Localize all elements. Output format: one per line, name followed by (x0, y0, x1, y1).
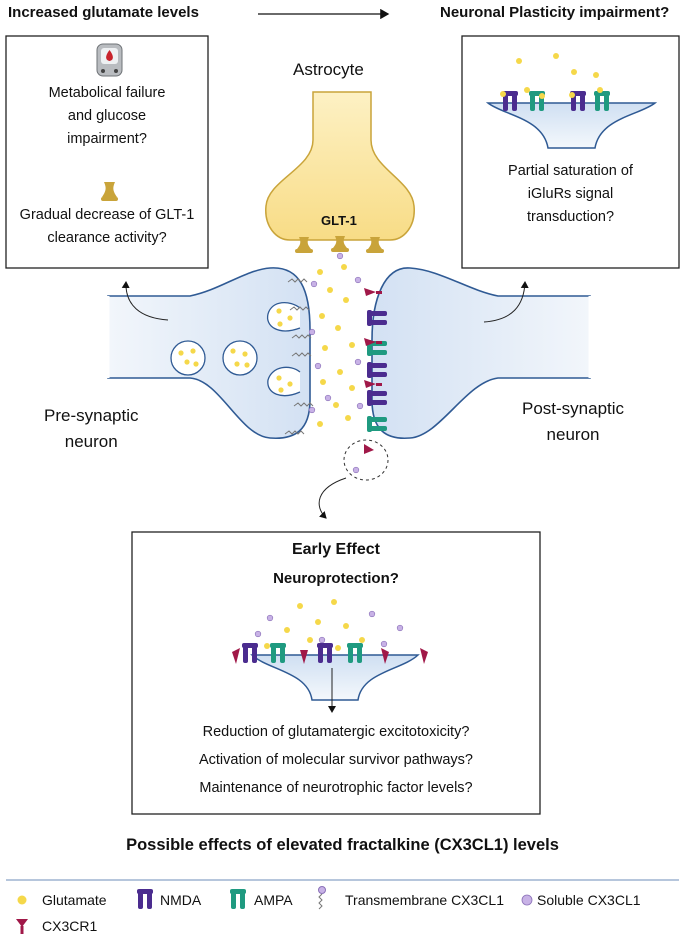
cleft-glutamate (317, 264, 355, 427)
legend-soluble-label: Soluble CX3CL1 (537, 892, 641, 908)
main-title: Possible effects of elevated fractalkine… (126, 836, 559, 854)
presynaptic-label-line1: Pre-synaptic (44, 406, 139, 425)
zoom-circle (343, 439, 389, 481)
presynaptic-label: Pre-synaptic neuron (44, 406, 138, 452)
left-box-line5: clearance activity? (47, 230, 167, 247)
postsynaptic-receptors (364, 288, 387, 454)
glt1-label: GLT-1 (321, 213, 357, 228)
left-box-line2: and glucose (67, 108, 147, 125)
left-box-line1: Metabolical failure (48, 85, 166, 101)
legend-glutamate-icon (17, 895, 27, 905)
astrocyte-label: Astrocyte (293, 60, 364, 79)
postsynaptic-label-line1: Post-synaptic (522, 399, 625, 418)
right-box-text: Partial saturation of iGluRs signal tran… (462, 160, 679, 230)
header-left: Increased glutamate levels (8, 4, 199, 21)
legend-soluble-icon (521, 894, 533, 906)
bottom-box-item2: Activation of molecular survivor pathway… (198, 752, 473, 768)
presynaptic-neuron (107, 267, 311, 440)
legend-ampa-label: AMPA (254, 892, 293, 908)
legend-glutamate-label: Glutamate (42, 892, 107, 908)
legend-nmda-icon (137, 889, 153, 909)
legend-transmembrane-icon (318, 886, 326, 910)
astrocyte-glt1-transporters (295, 236, 384, 253)
bottom-box-list: Reduction of glutamatergic excitotoxicit… (132, 718, 540, 802)
right-box-line3: transduction? (526, 209, 615, 226)
bottom-box-item1: Reduction of glutamatergic excitotoxicit… (202, 724, 470, 740)
right-box-postsynaptic-cup (485, 53, 658, 149)
glucose-meter-icon (96, 43, 123, 77)
arrow-to-left-box (121, 281, 169, 321)
right-box-line2: iGluRs signal (527, 186, 614, 203)
bottom-box-item3: Maintenance of neurotrophic factor level… (199, 780, 473, 796)
transmembrane-cx3cl1 (284, 278, 314, 435)
bottom-box-cup (232, 599, 428, 713)
presynaptic-label-line2: neuron (64, 432, 118, 451)
legend-cx3cr1-label: CX3CR1 (42, 918, 98, 934)
legend-cx3cr1-icon (16, 919, 28, 934)
left-box-text-2: Gradual decrease of GLT-1 clearance acti… (6, 204, 208, 250)
legend-nmda-label: NMDA (160, 892, 202, 908)
postsynaptic-label: Post-synaptic neuron (522, 399, 624, 445)
left-box-line4: Gradual decrease of GLT-1 (19, 207, 195, 223)
bottom-box-title: Early Effect (291, 541, 381, 558)
legend-ampa-icon (230, 889, 246, 909)
legend-transmembrane-label: Transmembrane CX3CL1 (345, 892, 504, 908)
header-right: Neuronal Plasticity impairment? (440, 4, 670, 21)
arrow-to-right-box (483, 281, 529, 323)
arrow-to-bottom-box (318, 477, 347, 519)
glt1-transporter-icon (101, 182, 118, 201)
postsynaptic-label-line2: neuron (546, 425, 600, 444)
bottom-box-subtitle: Neuroprotection? (273, 570, 399, 587)
right-box (461, 35, 680, 269)
cleft-soluble-cx3cl1 (308, 252, 364, 474)
left-box-text: Metabolical failure and glucose impairme… (6, 82, 208, 152)
left-box-line3: impairment? (67, 131, 147, 148)
right-box-line1: Partial saturation of (508, 163, 633, 179)
